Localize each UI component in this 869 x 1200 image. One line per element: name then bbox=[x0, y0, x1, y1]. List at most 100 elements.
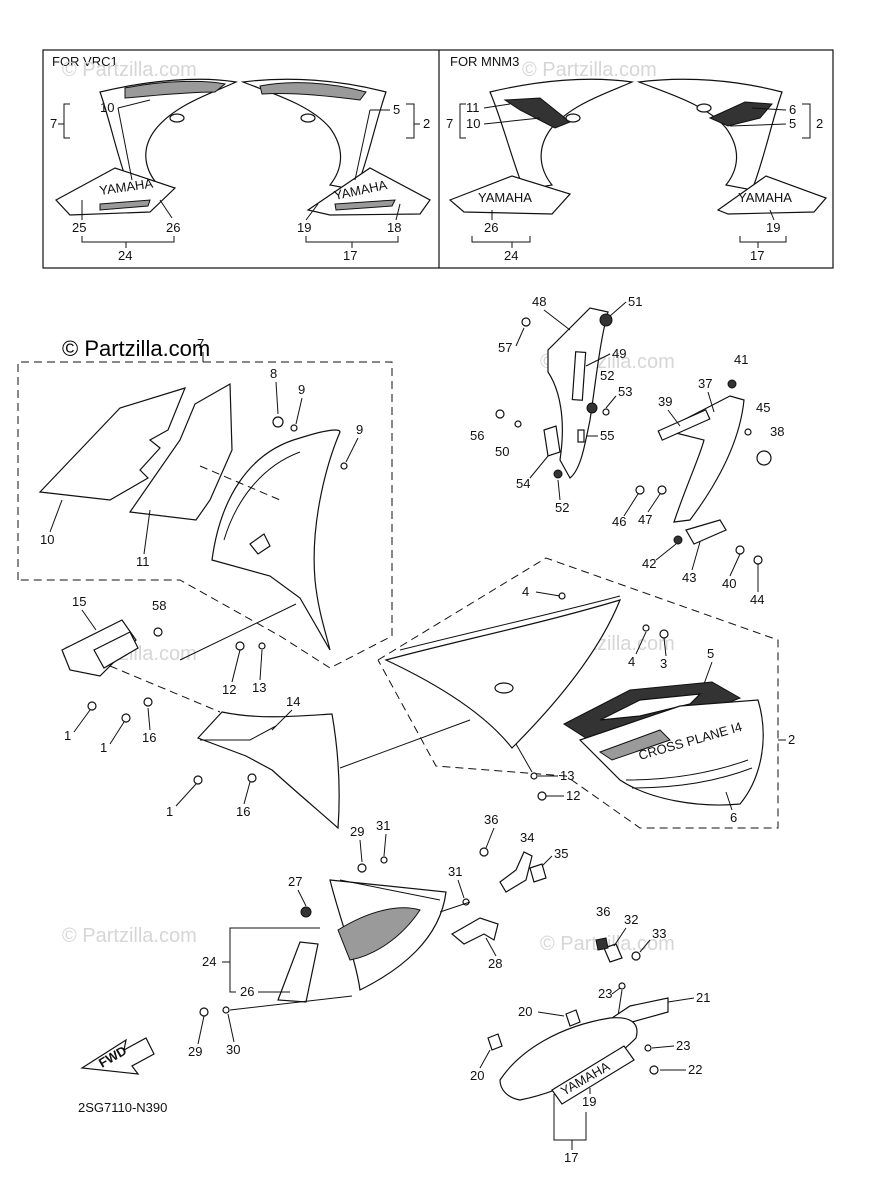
part-label: 14 bbox=[286, 694, 300, 709]
part-label: 31 bbox=[448, 864, 462, 879]
part-label: 8 bbox=[270, 366, 277, 381]
part-label: 36 bbox=[596, 904, 610, 919]
part-label: 1 bbox=[166, 804, 173, 819]
lower-cowl-group: 27 29 31 24 26 29 30 bbox=[188, 818, 447, 1059]
part-label: 40 bbox=[722, 576, 736, 591]
part-label: 10 bbox=[466, 116, 480, 131]
part-label: 39 bbox=[658, 394, 672, 409]
part-label: 31 bbox=[376, 818, 390, 833]
part-label: 11 bbox=[466, 100, 480, 115]
watermark: © Partzilla.com bbox=[62, 336, 210, 361]
part-label: 17 bbox=[564, 1150, 578, 1165]
part-label: 36 bbox=[484, 812, 498, 827]
diagram-code: 2SG7110-N390 bbox=[78, 1100, 167, 1115]
decal-10 bbox=[38, 387, 187, 501]
part-label: 17 bbox=[343, 248, 357, 263]
inset-vrc1: FOR VRC1 YAMAHA YAMAHA 10 7 25 26 24 bbox=[50, 54, 431, 263]
part-label: 4 bbox=[628, 654, 635, 669]
part-label: 26 bbox=[484, 220, 498, 235]
part-label: 24 bbox=[202, 954, 216, 969]
part-label: 29 bbox=[188, 1044, 202, 1059]
inset-title-mnm3: FOR MNM3 bbox=[450, 54, 519, 69]
inner-panel-group: 48 51 57 49 52 53 56 50 55 54 52 bbox=[470, 294, 642, 515]
part-label: 1 bbox=[64, 728, 71, 743]
decal-26 bbox=[277, 941, 319, 1003]
part-label: 46 bbox=[612, 514, 626, 529]
part-label: 57 bbox=[498, 340, 512, 355]
watermark-faint: © Partzilla.com bbox=[62, 925, 197, 947]
under-cowl-group: 36 32 33 23 21 20 20 YAMAHA 23 22 19 17 bbox=[470, 904, 710, 1165]
part-label: 25 bbox=[72, 220, 86, 235]
part-label: 50 bbox=[495, 444, 509, 459]
part-label: 16 bbox=[236, 804, 250, 819]
part-label: 13 bbox=[560, 768, 574, 783]
part-label: 27 bbox=[288, 874, 302, 889]
part-label: 7 bbox=[197, 336, 204, 351]
part-label: 32 bbox=[624, 912, 638, 927]
part-label: 42 bbox=[642, 556, 656, 571]
part-label: 26 bbox=[240, 984, 254, 999]
inset-vrc1-labels: 10 7 25 26 24 5 2 19 18 17 bbox=[50, 99, 430, 263]
part-label: 24 bbox=[504, 248, 518, 263]
part-label: 19 bbox=[582, 1094, 596, 1109]
inset-mnm3-labels: 11 7 10 6 5 2 26 24 19 17 bbox=[446, 100, 823, 263]
part-label: 10 bbox=[100, 100, 114, 115]
part-label: 55 bbox=[600, 428, 614, 443]
bracket-14 bbox=[196, 711, 340, 830]
part-label: 56 bbox=[470, 428, 484, 443]
part-label: 19 bbox=[297, 220, 311, 235]
part-label: 43 bbox=[682, 570, 696, 585]
bracket-group: 15 58 1 1 16 14 12 13 1 16 bbox=[61, 594, 340, 830]
bracket-43 bbox=[685, 519, 727, 545]
part-label: 28 bbox=[488, 956, 502, 971]
part-label: 2 bbox=[788, 732, 795, 747]
part-label: 26 bbox=[166, 220, 180, 235]
part-label: 6 bbox=[730, 810, 737, 825]
part-label: 52 bbox=[555, 500, 569, 515]
part-label: 20 bbox=[518, 1004, 532, 1019]
part-label: 5 bbox=[789, 116, 796, 131]
part-label: 2 bbox=[423, 116, 430, 131]
part-label: 20 bbox=[470, 1068, 484, 1083]
bracket-34 bbox=[499, 851, 533, 893]
part-label: 58 bbox=[152, 598, 166, 613]
part-label: 9 bbox=[298, 382, 305, 397]
part-label: 48 bbox=[532, 294, 546, 309]
part-label: 2 bbox=[816, 116, 823, 131]
brand-text: YAMAHA bbox=[478, 190, 532, 205]
part-label: 41 bbox=[734, 352, 748, 367]
part-label: 47 bbox=[638, 512, 652, 527]
fairing-7 bbox=[211, 429, 341, 651]
watermark-faint: © Partzilla.com bbox=[522, 59, 657, 81]
decal-11 bbox=[128, 382, 233, 521]
part-label: 22 bbox=[688, 1062, 702, 1077]
part-label: 44 bbox=[750, 592, 764, 607]
part-label: 24 bbox=[118, 248, 132, 263]
part-label: 51 bbox=[628, 294, 642, 309]
part-label: 7 bbox=[50, 116, 57, 131]
part-label: 4 bbox=[522, 584, 529, 599]
part-label: 18 bbox=[387, 220, 401, 235]
part-label: 17 bbox=[750, 248, 764, 263]
part-label: 23 bbox=[598, 986, 612, 1001]
part-label: 16 bbox=[142, 730, 156, 745]
part-label: 9 bbox=[356, 422, 363, 437]
part-label: 5 bbox=[393, 102, 400, 117]
brand-text: YAMAHA bbox=[98, 176, 154, 198]
part-label: 33 bbox=[652, 926, 666, 941]
part-label: 38 bbox=[770, 424, 784, 439]
part-label: 19 bbox=[766, 220, 780, 235]
part-label: 54 bbox=[516, 476, 530, 491]
fairing-2 bbox=[384, 599, 622, 749]
part-label: 30 bbox=[226, 1042, 240, 1057]
part-label: 13 bbox=[252, 680, 266, 695]
part-label: 12 bbox=[566, 788, 580, 803]
part-label: 52 bbox=[600, 368, 614, 383]
part-label: 49 bbox=[612, 346, 626, 361]
watermark-faint: © Partzilla.com bbox=[62, 59, 197, 81]
part-label: 5 bbox=[707, 646, 714, 661]
part-label: 29 bbox=[350, 824, 364, 839]
part-label: 6 bbox=[789, 102, 796, 117]
part-label: 35 bbox=[554, 846, 568, 861]
